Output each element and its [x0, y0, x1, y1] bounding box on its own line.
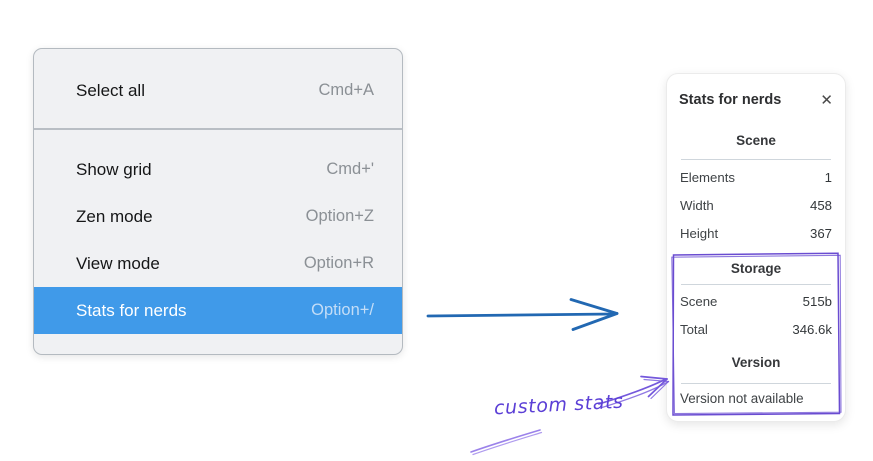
menu-item-label: Select all — [76, 80, 145, 100]
menu-item-view-mode[interactable]: View mode Option+R — [34, 240, 402, 287]
menu-item-label: Show grid — [76, 159, 152, 179]
storage-section-heading: Storage — [730, 261, 782, 276]
menu-section-bottom: Show grid Cmd+' Zen mode Option+Z View m… — [34, 130, 402, 354]
stat-value: 1 — [824, 169, 832, 185]
menu-divider — [34, 128, 402, 130]
stat-label: Width — [680, 197, 714, 213]
stat-value: 515b — [802, 293, 832, 309]
menu-item-shortcut: Option+/ — [311, 301, 374, 319]
stats-panel-title: Stats for nerds — [679, 92, 782, 108]
menu-item-label: View mode — [76, 253, 160, 273]
stat-value: 458 — [809, 197, 832, 213]
stat-value: 346.6k — [792, 321, 832, 337]
version-note: Version not available — [680, 391, 804, 406]
stat-label: Height — [680, 225, 719, 241]
stat-label: Elements — [680, 169, 735, 185]
stat-row-width: Width 458 — [679, 191, 833, 219]
stat-row-height: Height 367 — [679, 219, 833, 247]
menu-item-select-all[interactable]: Select all Cmd+A — [34, 67, 402, 114]
menu-item-shortcut: Cmd+' — [326, 160, 374, 178]
menu-item-stats-for-nerds[interactable]: Stats for nerds Option+/ — [34, 287, 402, 334]
stat-value: 367 — [809, 225, 832, 241]
menu-item-shortcut: Option+R — [303, 254, 374, 272]
stat-label: Total — [680, 321, 708, 337]
annotation-custom-stats: custom stats — [493, 390, 625, 420]
stat-label: Scene — [680, 293, 718, 309]
blue-arrow — [426, 298, 619, 331]
menu-item-show-grid[interactable]: Show grid Cmd+' — [34, 146, 402, 193]
context-menu: Select all Cmd+A Show grid Cmd+' Zen mod… — [33, 48, 403, 355]
menu-section-top: Select all Cmd+A — [34, 49, 402, 128]
storage-divider — [681, 284, 831, 285]
menu-item-label: Stats for nerds — [76, 300, 187, 320]
version-section-heading: Version — [731, 355, 781, 370]
menu-item-label: Zen mode — [76, 206, 153, 226]
close-icon[interactable]: ✕ — [820, 91, 833, 109]
stat-row-elements: Elements 1 — [679, 163, 833, 191]
annotation-swoosh — [470, 429, 543, 456]
stats-panel-header: Stats for nerds ✕ — [679, 91, 833, 109]
scene-rows: Elements 1 Width 458 Height 367 — [679, 163, 833, 247]
menu-item-shortcut: Cmd+A — [318, 81, 374, 99]
version-divider — [681, 383, 831, 384]
stat-row-scene-size: Scene 515b — [679, 287, 833, 315]
scene-divider — [681, 159, 831, 160]
stats-panel: Stats for nerds ✕ Scene Elements 1 Width… — [666, 73, 846, 422]
stat-row-total-size: Total 346.6k — [679, 315, 833, 343]
menu-item-zen-mode[interactable]: Zen mode Option+Z — [34, 193, 402, 240]
menu-item-shortcut: Option+Z — [305, 207, 374, 225]
storage-rows: Scene 515b Total 346.6k — [679, 287, 833, 343]
scene-section-heading: Scene — [736, 133, 776, 148]
